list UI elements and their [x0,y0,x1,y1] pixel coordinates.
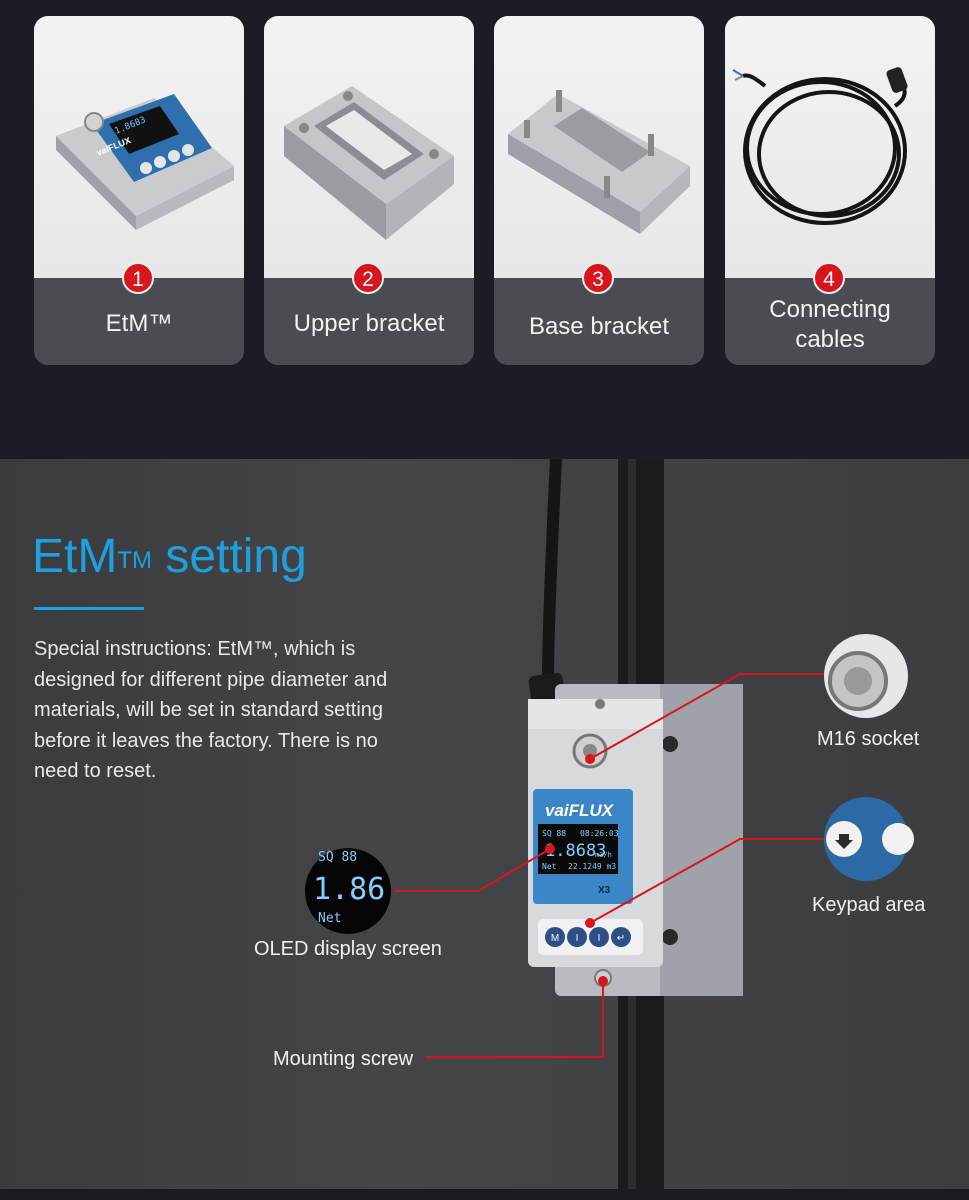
svg-text:22.1249 m3: 22.1249 m3 [568,862,616,871]
component-card-connecting-cables: 4 Connecting cables [725,16,935,365]
component-card-etm: 1.8683 vaiFLUX 1 EtM™ [34,16,244,365]
special-instructions: Special instructions: EtM™, which is des… [34,638,388,782]
setting-section [0,459,969,1189]
component-number-2: 2 [352,262,384,294]
upper-bracket-image [284,86,454,240]
key-up: I [576,933,579,944]
cable [542,459,562,680]
oled-zoom [305,848,391,934]
etm-device-image: 1.8683 vaiFLUX [56,94,234,230]
component-number-1: 1 [122,262,154,294]
down-arrow-icon [835,834,853,849]
svg-text:SQ 88: SQ 88 [542,829,566,838]
component-label-etm: EtM™ [105,310,173,337]
title-underline [34,607,144,610]
component-label-upper-bracket: Upper bracket [293,310,445,337]
callout-mounting-screw: Mounting screw [273,1048,414,1070]
svg-text:1.8683: 1.8683 [545,841,606,861]
component-card-upper-bracket: 2 Upper bracket [264,16,474,365]
svg-text:Net: Net [542,862,557,871]
key-down: I [598,933,601,944]
svg-text:08:26:03: 08:26:03 [580,829,619,838]
keypad-zoom [824,797,908,881]
callout-oled-display: OLED display screen [254,938,442,960]
device-model-text: X3 [598,885,611,896]
svg-text:SQ 88: SQ 88 [318,850,357,865]
components-section: 1.8683 vaiFLUX 1 EtM™ [0,0,969,459]
base-bracket-image [508,90,690,234]
component-number-3: 3 [582,262,614,294]
etm-device-photo: 1.8683 vaiFLUX [34,16,244,278]
section-title: EtMTM setting [32,530,307,583]
base-bracket-photo [494,16,704,278]
callout-lines [395,673,835,1058]
callout-m16-socket: M16 socket [817,728,920,750]
device-brand-text: vaiFLUX [545,801,615,820]
key-m: M [551,933,559,944]
svg-text:m3/h: m3/h [595,851,612,859]
connecting-cables-photo [725,16,935,278]
upper-bracket-photo [264,16,474,278]
installed-device-illustration: vaiFLUX SQ 88 08:26:03 1.8683 m3/h Net 2… [305,459,914,1189]
callout-keypad-area: Keypad area [812,894,926,916]
component-label-connecting-cables: Connecting cables [769,296,891,353]
key-enter: ↵ [617,933,625,944]
component-card-base-bracket: 3 Base bracket [494,16,704,365]
component-label-base-bracket: Base bracket [528,313,670,340]
svg-text:Net: Net [318,911,341,926]
connecting-cables-image [732,67,908,225]
component-number-4: 4 [813,262,845,294]
svg-text:1.86: 1.86 [313,872,385,907]
